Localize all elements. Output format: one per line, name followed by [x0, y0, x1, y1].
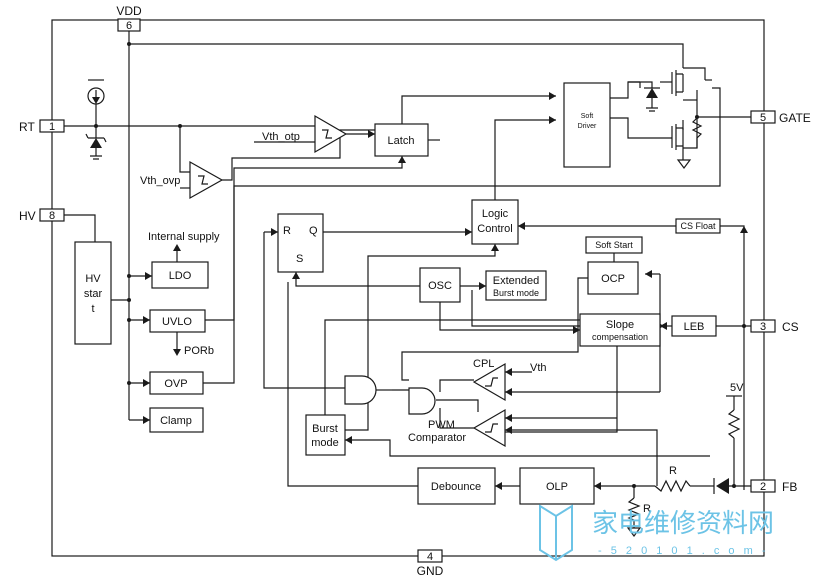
pin-gate: 5 GATE [750, 110, 811, 125]
pin-fb: 2 FB [750, 479, 797, 494]
fb-network: 5V R R [626, 382, 744, 537]
hv-start-label-3: t [91, 303, 94, 315]
vth-ovp-label: Vth_ovp [140, 175, 180, 187]
pin-cs: 3 CS [750, 319, 799, 334]
and-gate-2 [408, 387, 436, 415]
vth-otp-label: Vth_otp [262, 131, 300, 143]
r-series-label: R [669, 465, 677, 477]
r-shunt-label: R [643, 503, 651, 515]
sr-r-label: R [283, 225, 291, 237]
pin-vdd-label: VDD [116, 4, 142, 18]
pin-fb-number: 2 [760, 481, 766, 493]
watermark-text: 家电维修资料网 [592, 508, 774, 538]
cpl-comparator: CPL Vth [472, 358, 547, 402]
pin-gnd-label: GND [417, 564, 444, 578]
pin-gate-number: 5 [760, 112, 766, 124]
pin-vdd-number: 6 [126, 20, 132, 32]
otp-comparator: Vth_otp [262, 114, 348, 154]
hv-start-label-1: HV [85, 273, 101, 285]
burst-mode-small-label: Burst mode [493, 288, 539, 298]
hv-start-block: HV star t [74, 241, 112, 345]
diode-icon [706, 478, 729, 494]
pin-hv: 8 HV [19, 208, 65, 223]
and-gate-1 [344, 375, 392, 405]
extended-label: Extended [493, 275, 539, 287]
olp-label: OLP [546, 481, 568, 493]
soft-driver-block: Soft Driver [563, 82, 611, 168]
hv-start-label-2: star [84, 288, 103, 300]
pin-cs-label: CS [782, 320, 799, 334]
olp-block: OLP [519, 467, 595, 505]
pin-rt-number: 1 [49, 121, 55, 133]
pin-gate-label: GATE [779, 111, 811, 125]
comparator-label: Comparator [408, 432, 466, 444]
osc-label: OSC [428, 280, 452, 292]
clamp-label: Clamp [160, 415, 192, 427]
compensation-label: compensation [592, 332, 648, 342]
ovp-label: OVP [164, 378, 187, 390]
cs-float-block: CS Float [675, 218, 721, 234]
leb-label: LEB [684, 321, 705, 333]
soft-driver-label-1: Soft [581, 113, 594, 120]
current-source-icon [87, 79, 105, 105]
chip-outline [51, 19, 765, 557]
pin-gnd: 4 GND [417, 549, 444, 578]
burst-label: Burst [312, 423, 338, 435]
burst-mode-block: Burst mode [305, 414, 346, 456]
cs-float-label: CS Float [680, 221, 716, 231]
mode-label: mode [311, 437, 339, 449]
pin-cs-number: 3 [760, 321, 766, 333]
soft-driver-label-2: Driver [578, 123, 597, 130]
ldo-block: LDO Internal supply [148, 231, 220, 289]
soft-start-label: Soft Start [595, 240, 633, 250]
arrowheads [143, 92, 748, 490]
latch-label: Latch [388, 135, 415, 147]
pwm-label: PWM [428, 419, 455, 431]
ovp-block: OVP [149, 371, 204, 395]
logic-control-block: Logic Control [471, 199, 519, 245]
slope-label: Slope [606, 319, 634, 331]
osc-block: OSC [419, 267, 461, 303]
slope-compensation-block: Slope compensation [579, 313, 661, 347]
leb-block: LEB [671, 315, 717, 337]
pin-hv-number: 8 [49, 210, 55, 222]
ocp-label: OCP [601, 273, 625, 285]
ovp-comparator: Vth_ovp [140, 160, 224, 200]
pin-hv-label: HV [19, 209, 36, 223]
vth-label: Vth [530, 362, 547, 374]
ocp-block: OCP [577, 261, 639, 300]
pin-fb-label: FB [782, 480, 797, 494]
sr-q-label: Q [309, 225, 318, 237]
soft-start-block: Soft Start [585, 236, 643, 262]
pin-gnd-number: 4 [427, 551, 433, 563]
clamp-block: Clamp [149, 407, 204, 433]
pin-rt-label: RT [19, 120, 35, 134]
cpl-label: CPL [473, 358, 494, 370]
ldo-label: LDO [169, 270, 192, 282]
zener-diode-icon [85, 133, 107, 160]
pin-vdd: 6 VDD [116, 4, 142, 32]
five-v-label: 5V [730, 382, 744, 394]
watermark: 家电维修资料网 - 5 2 0 1 0 1 . c o m - [539, 504, 774, 562]
sr-s-label: S [296, 253, 303, 265]
porb-label: PORb [184, 345, 214, 357]
pwm-comparator: PWM Comparator [408, 408, 506, 448]
logic-control-label-2: Control [477, 223, 512, 235]
latch-block: Latch [374, 123, 429, 157]
uvlo-block: UVLO PORb [149, 309, 214, 357]
debounce-label: Debounce [431, 481, 481, 493]
uvlo-label: UVLO [162, 316, 192, 328]
extended-burst-block: Extended Burst mode [485, 270, 547, 301]
watermark-url: - 5 2 0 1 0 1 . c o m - [598, 545, 769, 557]
sr-latch-block: R Q S [277, 213, 324, 273]
logic-control-label-1: Logic [482, 208, 509, 220]
internal-supply-label: Internal supply [148, 231, 220, 243]
debounce-block: Debounce [417, 467, 496, 505]
gate-mosfets-icon [628, 67, 712, 169]
pin-rt: 1 RT [19, 119, 65, 134]
wires [64, 31, 751, 528]
